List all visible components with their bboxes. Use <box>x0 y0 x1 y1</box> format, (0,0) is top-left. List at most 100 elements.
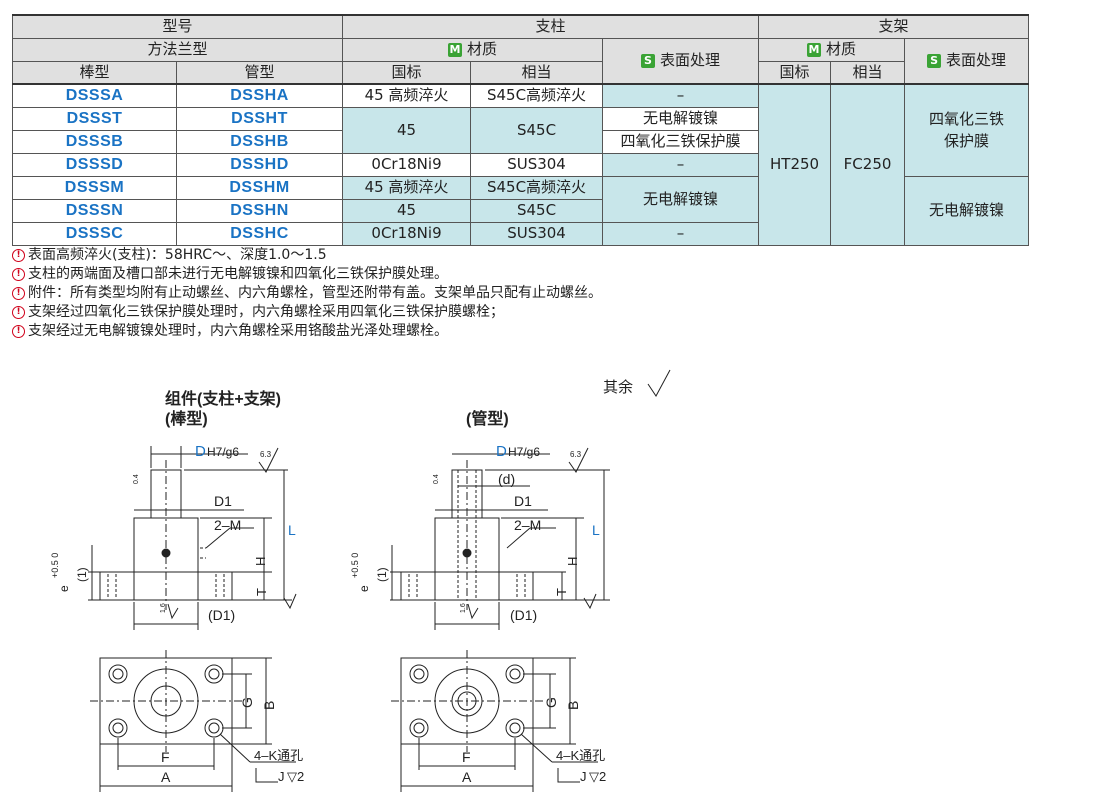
header-post-gb: 国标 <box>342 60 472 85</box>
material-icon: M <box>448 43 462 57</box>
cell: 45 <box>342 106 472 154</box>
dim-H: H <box>565 557 580 566</box>
rest-roughness-label: 其余 <box>603 378 633 396</box>
cell: – <box>602 221 760 246</box>
tube-top-view: G B F A 4–K通孔 J ▽2 <box>391 650 606 792</box>
bracket-equiv: FC250 <box>830 83 906 246</box>
dim-J: J <box>580 769 587 784</box>
roughness-16: 1.6 <box>160 603 167 613</box>
header-post-surface: S 表面处理 <box>602 37 760 85</box>
dim-B: B <box>261 701 277 710</box>
assembly-title: 组件(支柱+支架) <box>165 389 281 408</box>
dim-G: G <box>543 697 559 708</box>
model-code: DSSHM <box>175 175 344 200</box>
note-text: 支架经过无电解镀镍处理时，内六角螺栓采用铬酸盐光泽处理螺栓。 <box>28 323 448 339</box>
label: 材质 <box>467 40 498 58</box>
surface-icon: S <box>641 54 656 69</box>
bracket-gb: HT250 <box>758 83 832 246</box>
dim-L: L <box>592 522 600 538</box>
dim-F: F <box>161 749 170 765</box>
dim-tol: +0.5 0 <box>50 553 60 578</box>
technical-drawing: 其余 组件(支柱+支架) (棒型) (管型) D H7/g6 6.3 D1 2–… <box>50 369 671 792</box>
roughness-63: 6.3 <box>570 450 582 459</box>
note-item: !附件：所有类型均附有止动螺丝、内六角螺栓，管型还附带有盖。支架单品只配有止动螺… <box>12 284 602 303</box>
dim-D1: D1 <box>514 493 532 509</box>
label: 表面处理 <box>660 51 721 70</box>
dim-G: G <box>239 697 255 708</box>
dim-e: e <box>57 585 71 592</box>
dim-1: (1) <box>75 567 89 582</box>
model-code: DSSSD <box>12 152 177 177</box>
model-code: DSSSA <box>12 83 177 108</box>
header-bracket-material: M 材质 <box>758 37 906 62</box>
rod-type-label: (棒型) <box>165 409 208 428</box>
note-item: !表面高频淬火(支柱)：58HRC～、深度1.0～1.5 <box>12 246 602 265</box>
model-code: DSSHD <box>175 152 344 177</box>
cell: 45 高频淬火 <box>342 83 472 108</box>
tube-front-view: D H7/g6 6.3 (d) D1 2–M H T L (1) e +0.5 … <box>350 443 610 630</box>
dim-H: H <box>253 557 268 566</box>
dim-d: (d) <box>498 471 515 487</box>
dim-D1: D1 <box>214 493 232 509</box>
note-text: 附件：所有类型均附有止动螺丝、内六角螺栓，管型还附带有盖。支架单品只配有止动螺丝… <box>28 285 602 301</box>
cell: – <box>602 152 760 177</box>
bracket-surface-bottom: 无电解镀镍 <box>904 175 1030 246</box>
model-code: DSSHA <box>175 83 344 108</box>
material-icon: M <box>807 43 822 57</box>
model-code: DSSHC <box>175 221 344 246</box>
header-rod: 棒型 <box>12 60 177 85</box>
dim-D: D <box>195 443 206 460</box>
cell: S45C <box>470 198 604 223</box>
roughness-04: 0.4 <box>133 474 140 484</box>
dim-L: L <box>288 522 296 538</box>
cell: 无电解镀镍 <box>602 106 760 131</box>
dim-2M: 2–M <box>514 517 541 533</box>
cell: S45C <box>470 106 604 154</box>
model-code: DSSSC <box>12 221 177 246</box>
dim-tol: +0.5 0 <box>350 553 360 578</box>
dim-e: e <box>357 585 371 592</box>
note-text: 支架经过四氧化三铁保护膜处理时，内六角螺栓采用四氧化三铁保护膜螺栓； <box>28 304 504 320</box>
dim-2M: 2–M <box>214 517 241 533</box>
label: 材质 <box>826 40 857 58</box>
dim-1: (1) <box>375 567 389 582</box>
warning-icon: ! <box>12 306 25 319</box>
cell: 45 高频淬火 <box>342 175 472 200</box>
dim-D: D <box>496 443 507 460</box>
dim-D1-paren: (D1) <box>208 607 235 623</box>
model-code: DSSSN <box>12 198 177 223</box>
model-code: DSSST <box>12 106 177 131</box>
rod-top-view: G B F A 4–K通孔 J ▽2 <box>90 650 304 792</box>
dim-J-depth: ▽2 <box>589 769 606 784</box>
dim-D1-paren: (D1) <box>510 607 537 623</box>
note-text: 支柱的两端面及槽口部未进行无电解镀镍和四氧化三铁保护膜处理。 <box>28 266 448 282</box>
roughness-63: 6.3 <box>260 450 272 459</box>
cell: SUS304 <box>470 221 604 246</box>
surface-icon: S <box>927 54 942 69</box>
dim-fit: H7/g6 <box>508 445 540 459</box>
cell: 45 <box>342 198 472 223</box>
dim-T: T <box>254 588 269 596</box>
warning-icon: ! <box>12 268 25 281</box>
header-post-material: M 材质 <box>342 37 604 62</box>
header-tube: 管型 <box>175 60 344 85</box>
dim-J: J <box>278 769 285 784</box>
dim-J-depth: ▽2 <box>287 769 304 784</box>
tube-type-label: (管型) <box>466 409 509 428</box>
dim-F: F <box>462 749 471 765</box>
note-item: !支柱的两端面及槽口部未进行无电解镀镍和四氧化三铁保护膜处理。 <box>12 265 602 284</box>
cell: 四氧化三铁保护膜 <box>602 129 760 154</box>
bracket-surface-top: 四氧化三铁保护膜 <box>904 83 1030 177</box>
warning-icon: ! <box>12 325 25 338</box>
cell: SUS304 <box>470 152 604 177</box>
cell: 无电解镀镍 <box>602 175 760 223</box>
header-bracket: 支架 <box>758 14 1030 39</box>
cell: 0Cr18Ni9 <box>342 152 472 177</box>
cell: – <box>602 83 760 108</box>
header-flange-type: 方法兰型 <box>11 37 344 62</box>
header-bracket-equiv: 相当 <box>830 60 906 85</box>
model-code: DSSHN <box>175 198 344 223</box>
note-item: !支架经过四氧化三铁保护膜处理时，内六角螺栓采用四氧化三铁保护膜螺栓； <box>12 303 602 322</box>
